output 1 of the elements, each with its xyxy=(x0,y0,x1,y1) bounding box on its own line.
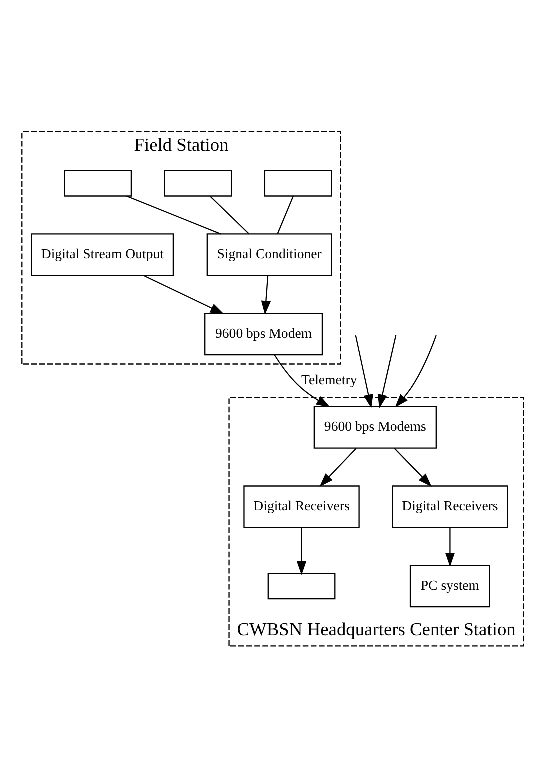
edge-label: Telemetry xyxy=(302,372,358,388)
